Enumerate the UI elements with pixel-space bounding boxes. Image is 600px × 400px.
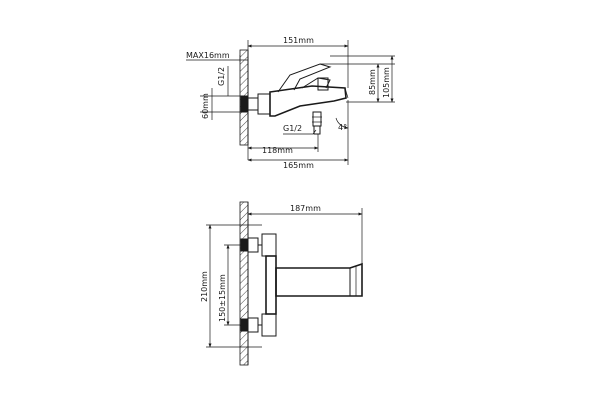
max-depth-label: MAX16mm [186, 51, 230, 60]
top-view: 4° MAX16mm 151mm 85mm 105mm G1/2 60mm G1… [186, 36, 395, 170]
dim-60-label: 60mm [201, 93, 210, 119]
g-thread-label-lower: G1/2 [283, 124, 302, 133]
g-thread-label-upper: G1/2 [217, 67, 226, 86]
dim-187-label: 187mm [290, 204, 321, 213]
wall-hatch-front [239, 201, 249, 366]
dim-85-label: 85mm [368, 69, 377, 95]
dim-165-label: 165mm [283, 161, 314, 170]
angle-arc [335, 117, 349, 130]
angle-label: 4° [338, 123, 347, 132]
dim-150-label: 150±15mm [218, 274, 227, 322]
dim-210-label: 210mm [200, 271, 209, 302]
front-view: 187mm 210mm 150±15mm [200, 201, 363, 366]
faucet-body-top [269, 63, 349, 117]
connector-top [240, 93, 271, 115]
shower-outlet-top [312, 111, 322, 135]
dim-151-label: 151mm [283, 36, 314, 45]
dim-105-label: 105mm [382, 67, 391, 98]
faucet-body-front [265, 255, 277, 315]
spout-front [275, 262, 363, 297]
dim-118-label: 118mm [262, 146, 293, 155]
